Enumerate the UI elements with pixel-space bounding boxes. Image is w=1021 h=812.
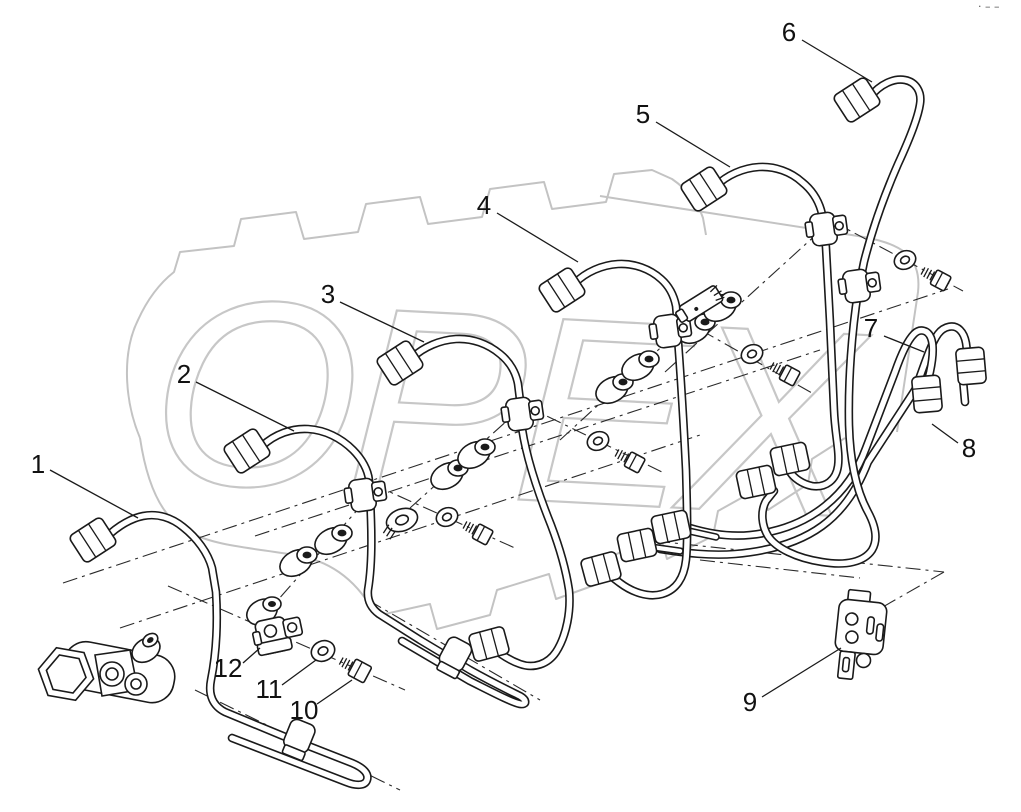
- injector-nut: [580, 551, 622, 587]
- union-nut: [833, 77, 881, 123]
- callout-label: 9: [743, 687, 757, 717]
- callout-5: 5: [636, 99, 731, 168]
- callout-1: 1: [31, 449, 139, 519]
- injector-nut: [955, 346, 987, 386]
- callouts: 1 2 3 4 5 6 7 8 9 10 11 12: [31, 17, 976, 725]
- pipe-clamps: [281, 211, 882, 762]
- clamp: [837, 268, 882, 304]
- mounting-bracket-9: [834, 588, 888, 680]
- bolt-10: [338, 657, 373, 684]
- callout-label: 8: [962, 433, 976, 463]
- bolt: [920, 267, 952, 292]
- callout-7: 7: [864, 313, 925, 353]
- washer-11: [310, 639, 336, 663]
- callout-label: 12: [214, 653, 243, 683]
- fitting: [279, 546, 318, 578]
- bolt: [769, 362, 801, 387]
- clamp: [500, 396, 545, 432]
- callout-label: 6: [782, 17, 796, 47]
- callout-label: 5: [636, 99, 650, 129]
- injector-nut: [468, 626, 510, 662]
- union-nut: [376, 340, 424, 386]
- callout-2: 2: [177, 359, 295, 432]
- fitting: [314, 524, 353, 556]
- union-nut: [538, 267, 586, 313]
- union-nut: [680, 166, 728, 212]
- union-nuts: [69, 77, 881, 563]
- connector: [675, 284, 725, 323]
- clamp: [804, 211, 849, 247]
- corner-mark-icon: · – –: [978, 0, 1000, 13]
- injector-nuts: [468, 346, 987, 662]
- clamp: [343, 477, 388, 513]
- pipe-3: [408, 334, 574, 671]
- callout-4: 4: [477, 190, 579, 263]
- fitting: [595, 373, 634, 405]
- pipe-6: [758, 75, 925, 568]
- union-nut: [223, 428, 271, 474]
- callout-label: 1: [31, 449, 45, 479]
- bolt: [614, 449, 646, 474]
- callout-label: 2: [177, 359, 191, 389]
- injector-nut: [650, 509, 692, 545]
- plate-washer: [382, 507, 419, 540]
- injector-nut: [911, 374, 943, 414]
- callout-8: 8: [931, 423, 976, 463]
- callout-10: 10: [290, 679, 353, 725]
- callout-label: 11: [256, 674, 283, 704]
- fitting: [430, 459, 469, 491]
- callout-label: 3: [321, 279, 335, 309]
- callout-label: 7: [864, 313, 878, 343]
- washer: [586, 430, 610, 452]
- callout-11: 11: [256, 659, 317, 704]
- pipe-7: [685, 326, 938, 540]
- callout-label: 4: [477, 190, 491, 220]
- callout-12: 12: [214, 647, 261, 683]
- clamp: [281, 718, 316, 762]
- fitting: [457, 438, 496, 470]
- washer: [893, 249, 917, 271]
- clamp: [648, 313, 693, 349]
- injector-nut: [769, 441, 811, 477]
- washer: [740, 343, 764, 365]
- callout-9: 9: [743, 647, 842, 717]
- hardware: [382, 249, 952, 546]
- injector-nut: [616, 527, 658, 563]
- clamp-bracket-12: [251, 616, 304, 657]
- callout-6: 6: [782, 17, 873, 83]
- pipe-4: [570, 259, 692, 600]
- pipe-8: [655, 322, 972, 559]
- callout-label: 10: [290, 695, 319, 725]
- injector-nut: [735, 464, 777, 500]
- callout-3: 3: [321, 279, 425, 343]
- pipe-5: [711, 162, 843, 491]
- fitting: [621, 350, 660, 382]
- pipe-1: [96, 510, 372, 790]
- clamp: [436, 636, 473, 680]
- union-nut: [69, 517, 117, 563]
- bolt: [462, 521, 494, 546]
- washer: [435, 506, 459, 528]
- fuel-rail: [37, 632, 176, 704]
- pipe-2: [257, 424, 530, 709]
